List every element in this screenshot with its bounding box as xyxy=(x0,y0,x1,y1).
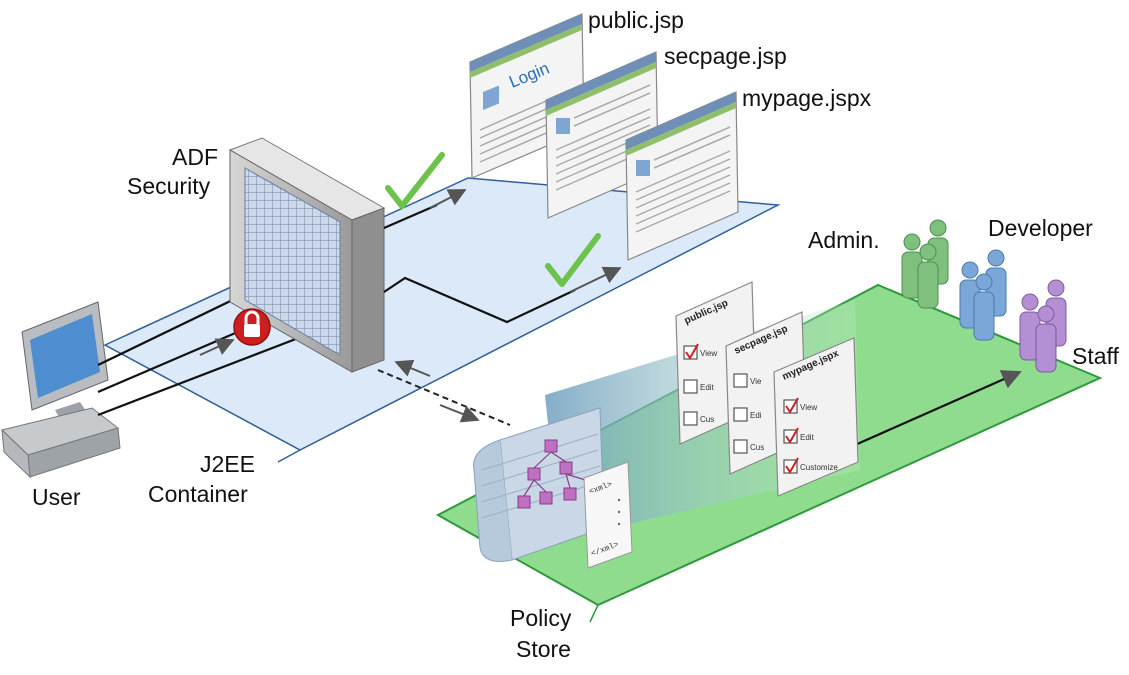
policy-card-item: View xyxy=(700,349,717,358)
label-mypage-jspx: mypage.jspx xyxy=(742,85,872,111)
label-secpage-jsp: secpage.jsp xyxy=(664,43,787,69)
j2ee-leader-line xyxy=(277,449,301,463)
label-adf-security-line1: ADF xyxy=(172,144,218,170)
label-developer: Developer xyxy=(988,215,1093,241)
request-arrow-to-lock xyxy=(199,338,235,356)
policy-card-item: Cus xyxy=(700,415,714,424)
lookup-arrow-down xyxy=(439,404,480,423)
lock-icon xyxy=(233,308,271,346)
label-policy-line2: Store xyxy=(516,636,571,662)
allowed-arrow-public xyxy=(429,189,467,209)
policy-store-database-icon xyxy=(473,407,605,562)
page-mypage-jspx xyxy=(625,91,739,261)
xml-document-icon: <xml> </xml> xyxy=(583,461,633,569)
check-icon-mypage xyxy=(545,233,601,287)
policy-card-item: Cus xyxy=(750,443,764,452)
admin-group-icon xyxy=(901,219,949,309)
staff-group-icon xyxy=(1019,279,1067,373)
policy-lookup-link xyxy=(377,369,511,426)
label-staff: Staff xyxy=(1072,343,1119,369)
page-public-jsp: Login xyxy=(469,13,585,179)
user-computer-icon xyxy=(0,301,121,479)
label-user: User xyxy=(32,484,81,510)
label-j2ee-line1: J2EE xyxy=(200,451,255,477)
label-policy-line1: Policy xyxy=(510,605,572,631)
policy-card-item: Edit xyxy=(700,383,715,392)
policy-card-item: Edit xyxy=(800,433,815,442)
policy-card-item: Customize xyxy=(800,463,838,472)
lookup-arrow-up xyxy=(394,359,431,377)
developer-group-icon xyxy=(959,249,1007,341)
label-j2ee-line2: Container xyxy=(148,481,248,507)
policy-leader-line xyxy=(589,604,599,623)
grant-arrow-staff xyxy=(854,370,1022,447)
label-public-jsp: public.jsp xyxy=(588,7,684,33)
gate-output-lines xyxy=(383,203,576,324)
label-admin: Admin. xyxy=(808,227,880,253)
policy-card-item: View xyxy=(800,403,817,412)
check-icon-public xyxy=(385,152,445,209)
label-adf-security-line2: Security xyxy=(127,173,211,199)
adf-security-gate xyxy=(228,137,386,373)
policy-card-item: Vie xyxy=(750,377,762,386)
policy-card-item: Edi xyxy=(750,411,762,420)
allowed-arrow-mypage xyxy=(569,266,622,293)
